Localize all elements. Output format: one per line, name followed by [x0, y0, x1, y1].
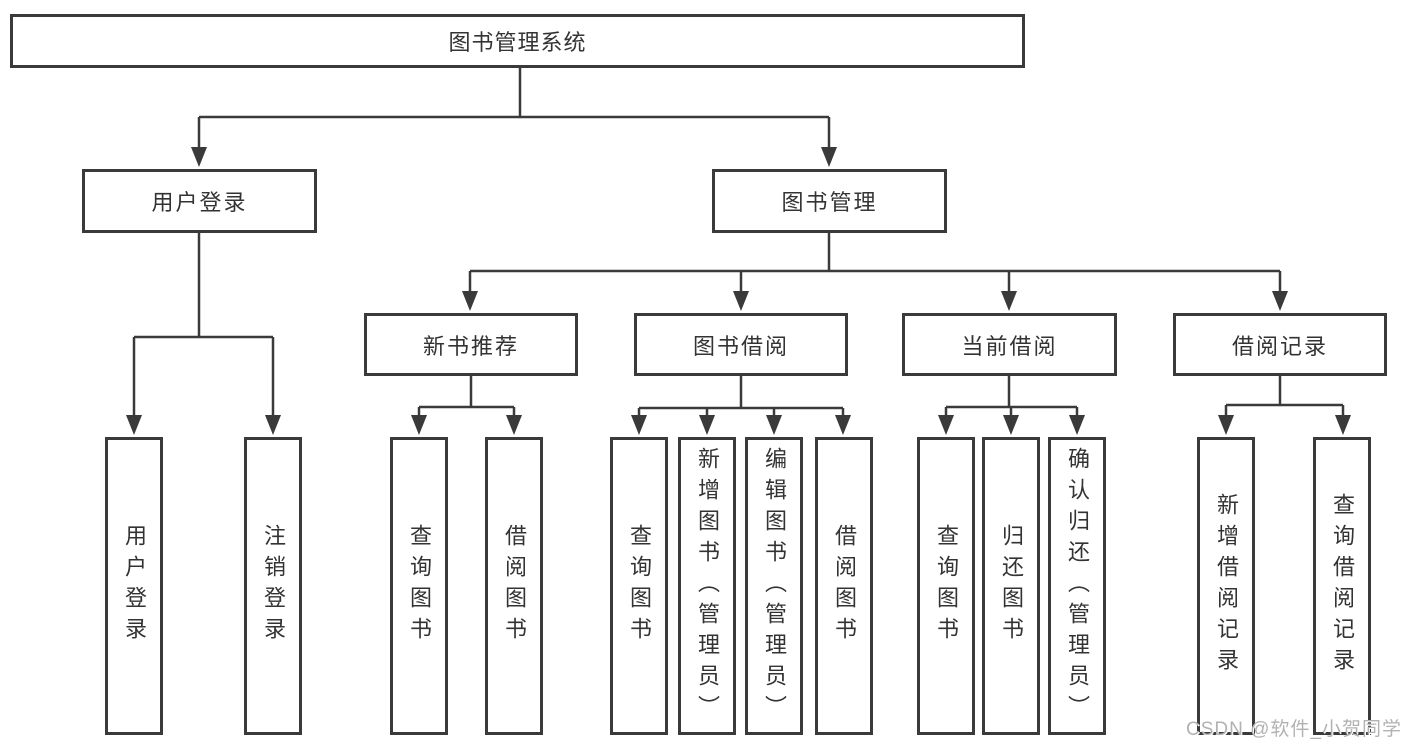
- arrow-down-icon: [265, 415, 281, 435]
- node-borrow-records: 借阅记录: [1173, 313, 1387, 376]
- leaf-label: 注销登录: [261, 524, 286, 648]
- leaf-confirm-return-admin: 确认归还（管理员）: [1048, 437, 1106, 735]
- node-user-login: 用户登录: [82, 169, 317, 233]
- node-book-borrowing: 图书借阅: [634, 313, 848, 376]
- arrow-down-icon: [1218, 415, 1234, 435]
- arrow-down-icon: [835, 415, 851, 435]
- arrowheads: [126, 147, 1351, 435]
- leaf-logout: 注销登录: [244, 437, 302, 735]
- leaf-label: 新增借阅记录: [1214, 493, 1239, 679]
- arrow-down-icon: [1272, 291, 1288, 311]
- arrow-down-icon: [1003, 415, 1019, 435]
- leaf-label: 用户登录: [122, 524, 147, 648]
- leaf-label: 查询图书: [407, 524, 432, 648]
- leaf-return-books: 归还图书: [982, 437, 1040, 735]
- leaf-borrow-books: 借阅图书: [815, 437, 873, 735]
- leaf-query-books: 查询图书: [917, 437, 975, 735]
- leaf-user-login: 用户登录: [105, 437, 163, 735]
- node-root-library-system: 图书管理系统: [10, 14, 1025, 68]
- leaf-query-books: 查询图书: [390, 437, 448, 735]
- leaf-label: 查询图书: [934, 524, 959, 648]
- leaf-label: 新增图书（管理员）: [695, 446, 720, 726]
- leaf-label: 查询图书: [627, 524, 652, 648]
- arrow-down-icon: [733, 291, 749, 311]
- leaf-borrow-books: 借阅图书: [485, 437, 543, 735]
- node-book-management: 图书管理: [712, 169, 947, 233]
- leaf-add-borrow-record: 新增借阅记录: [1197, 437, 1255, 735]
- leaf-label: 借阅图书: [832, 524, 857, 648]
- arrow-down-icon: [1001, 291, 1017, 311]
- arrow-down-icon: [1069, 415, 1085, 435]
- leaf-edit-book-admin: 编辑图书（管理员）: [745, 437, 803, 735]
- leaf-label: 确认归还（管理员）: [1065, 446, 1090, 726]
- leaf-add-book-admin: 新增图书（管理员）: [678, 437, 736, 735]
- leaf-query-borrow-record: 查询借阅记录: [1313, 437, 1371, 735]
- node-new-book-recommend: 新书推荐: [364, 313, 578, 376]
- arrow-down-icon: [699, 415, 715, 435]
- arrow-down-icon: [1335, 415, 1351, 435]
- node-current-borrowing: 当前借阅: [902, 313, 1117, 376]
- arrow-down-icon: [411, 415, 427, 435]
- arrow-down-icon: [506, 415, 522, 435]
- arrow-down-icon: [462, 291, 478, 311]
- leaf-query-books: 查询图书: [610, 437, 668, 735]
- arrow-down-icon: [126, 415, 142, 435]
- leaf-label: 归还图书: [999, 524, 1024, 648]
- arrow-down-icon: [938, 415, 954, 435]
- arrow-down-icon: [766, 415, 782, 435]
- arrow-down-icon: [191, 147, 207, 167]
- leaf-label: 借阅图书: [502, 524, 527, 648]
- arrow-down-icon: [821, 147, 837, 167]
- csdn-watermark: CSDN @软件_小贺同学: [1186, 719, 1402, 740]
- arrow-down-icon: [631, 415, 647, 435]
- leaf-label: 编辑图书（管理员）: [762, 446, 787, 726]
- leaf-label: 查询借阅记录: [1330, 493, 1355, 679]
